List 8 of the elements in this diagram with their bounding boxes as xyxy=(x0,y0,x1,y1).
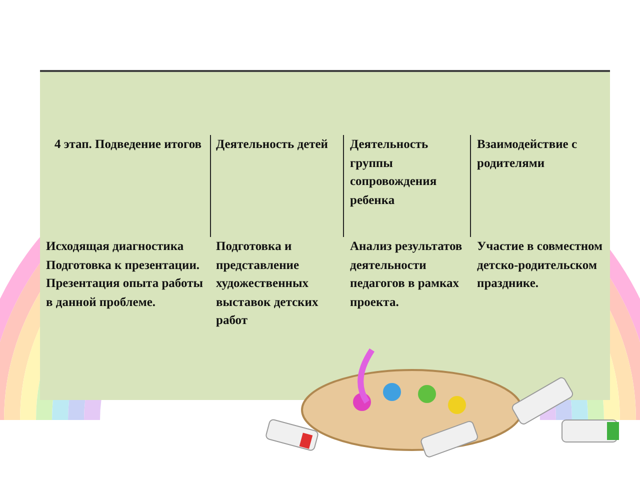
column-header: Деятельность детей xyxy=(216,136,330,153)
column-header: Деятельность группы сопровождения ребенка xyxy=(350,136,438,209)
table-cell-text: Анализ результатов деятельности педагогов в рамках проекта. xyxy=(350,238,464,311)
table-cell-text: Исходящая диагностика Подготовка к презентации. Презентация опыта работы в данной проблеме. xyxy=(46,238,204,311)
column-header: 4 этап. Подведение итогов xyxy=(53,136,203,153)
table-cell-text: Участие в совместном детско-родительском празднике. xyxy=(477,238,604,292)
column-header: Взаимодействие с родителями xyxy=(477,136,578,172)
table-cell-text: Подготовка и представление художественных выставок детских работ xyxy=(216,238,320,329)
